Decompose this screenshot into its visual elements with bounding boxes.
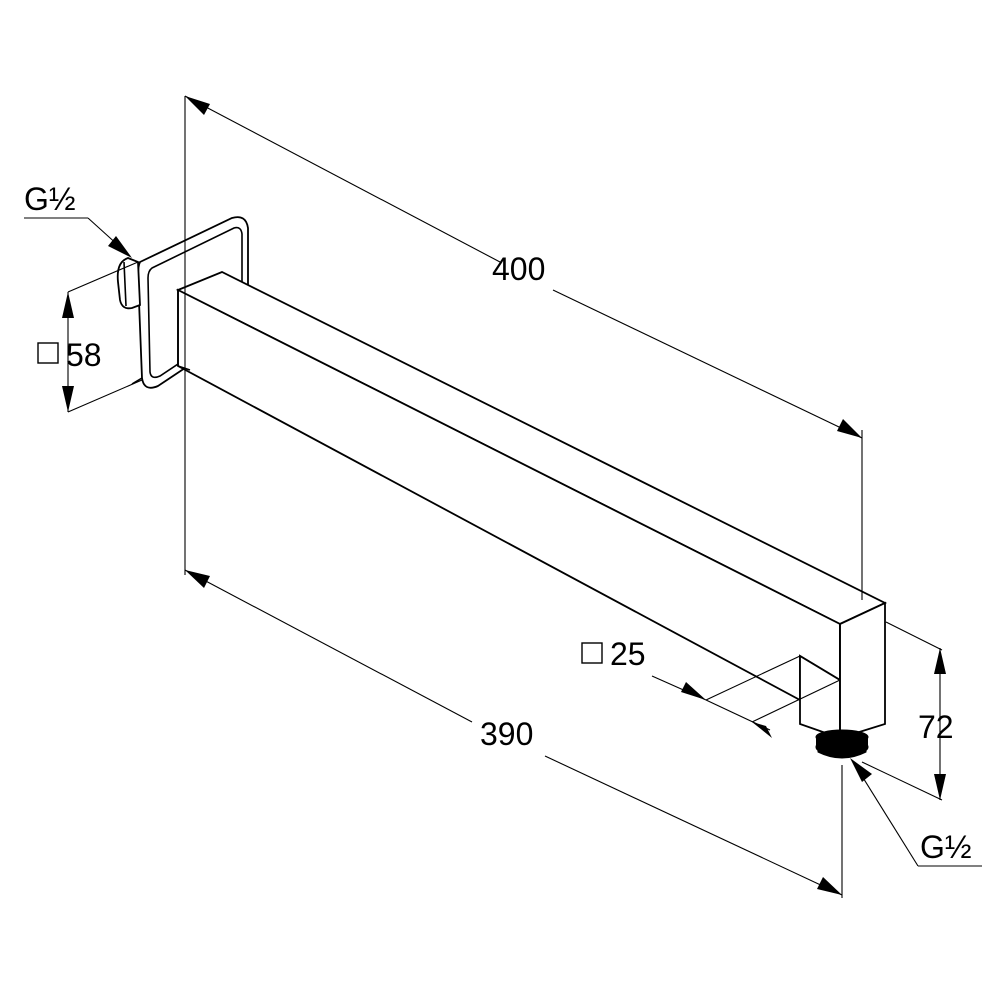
dim-400-arrow-right — [837, 419, 862, 438]
dim-72-arrow-bottom — [934, 774, 946, 800]
shower-arm — [116, 216, 888, 759]
dim-25-ext-a — [705, 655, 801, 701]
square-section-symbol-25 — [581, 642, 603, 664]
dim-400-line-a — [184, 95, 501, 263]
dim-58-arrow-bottom — [62, 386, 74, 412]
inlet-leader-arrow — [108, 236, 132, 258]
dim-58-ext-top — [67, 261, 139, 293]
dim-72-ext-top — [885, 621, 943, 651]
dim-390-line-a — [184, 569, 473, 723]
outlet-leader-arrow — [850, 758, 872, 782]
inlet-thread-nipple — [116, 257, 141, 310]
outlet-thread-label: G½ — [920, 829, 972, 865]
dim-390-line-b — [544, 755, 843, 896]
arm-bar — [175, 271, 888, 702]
dim-400-arrow-left — [185, 96, 210, 115]
length-projection-label: 390 — [480, 716, 533, 752]
flange-size-label: 58 — [66, 337, 102, 373]
inlet-thread-label: G½ — [24, 181, 76, 217]
dim-72-ext-bottom — [861, 761, 943, 801]
dimension-lines — [24, 95, 982, 898]
dim-390-arrow-left — [185, 570, 210, 588]
dim-25-arrow-b — [752, 722, 772, 738]
length-overall-label: 400 — [492, 251, 545, 287]
dim-58-ext-bottom — [67, 379, 143, 413]
arm-section-label: 25 — [610, 636, 646, 672]
dim-58-arrow-top — [62, 292, 74, 318]
dim-25-ext-b — [751, 679, 841, 723]
dim-72-arrow-top — [934, 648, 946, 674]
outlet-thread — [815, 729, 869, 759]
elbow-drop — [799, 601, 886, 740]
dim-25-arrow-a — [681, 682, 706, 700]
dim-390-arrow-right — [817, 877, 842, 895]
dim-400-line-b — [552, 289, 863, 439]
square-section-symbol-58 — [37, 342, 59, 364]
outlet-drop-label: 72 — [918, 709, 954, 745]
